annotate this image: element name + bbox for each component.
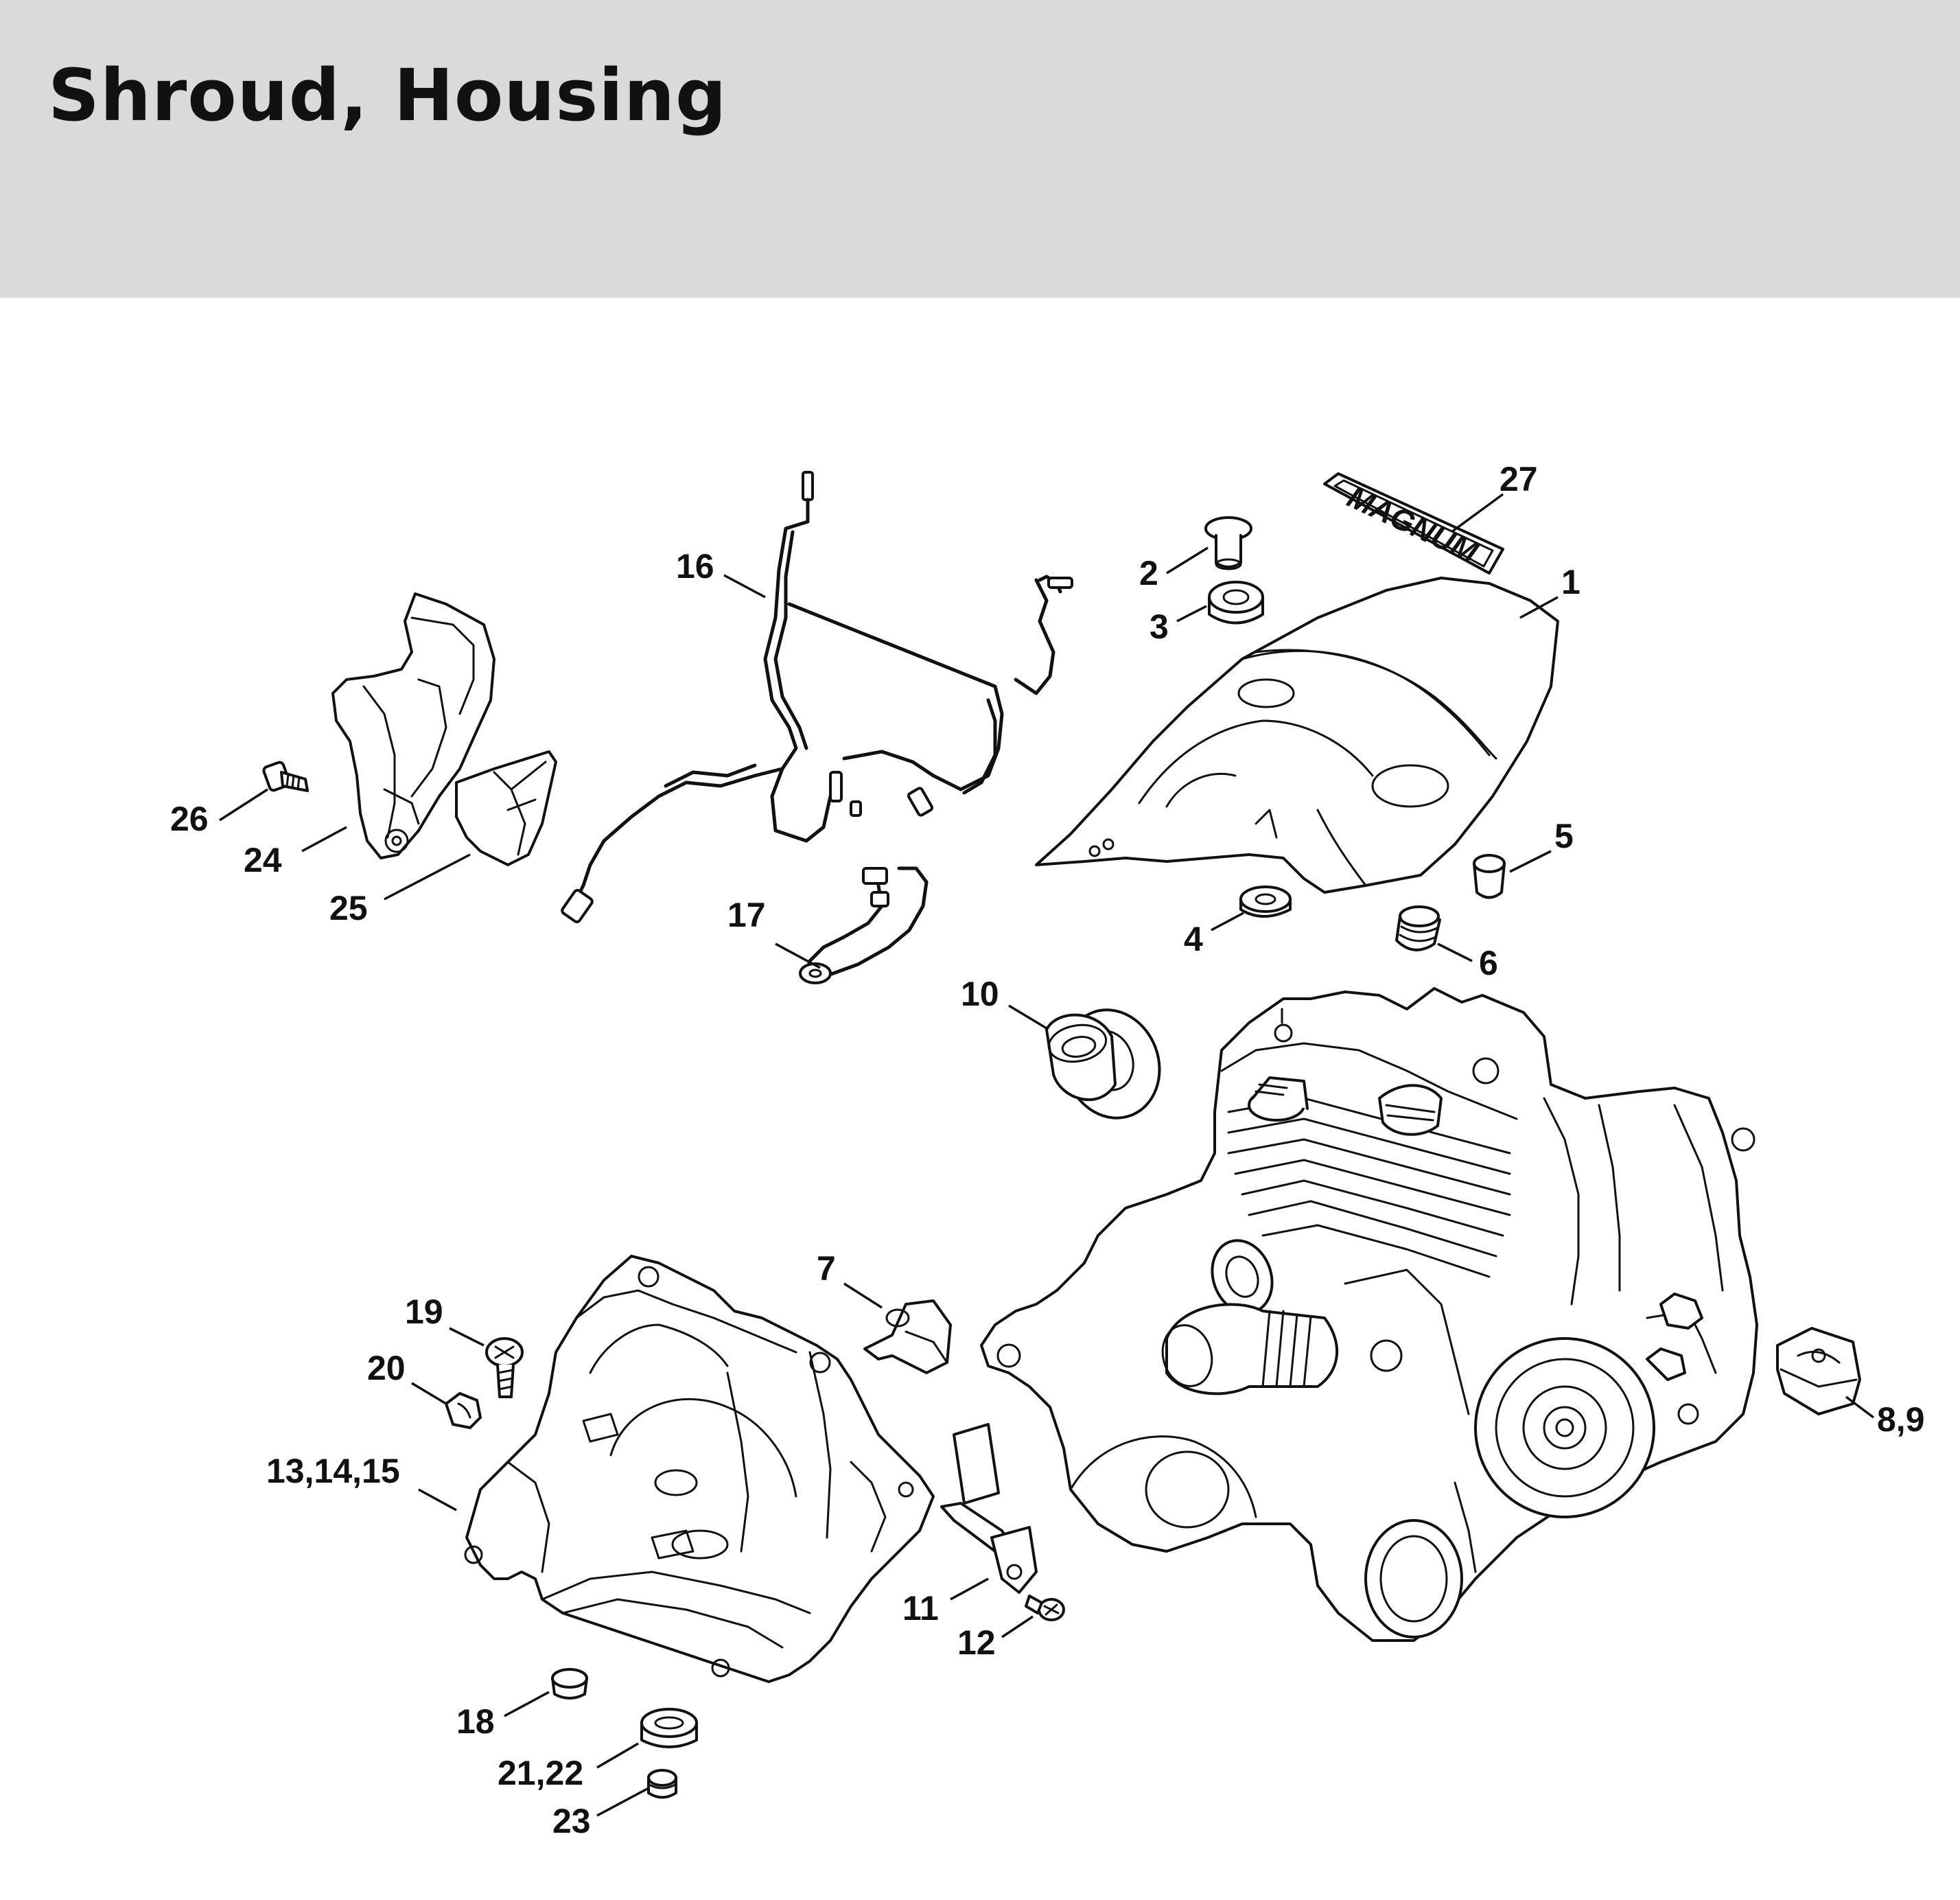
callout-21-22: 21,22: [498, 1754, 583, 1792]
callout-1: 1: [1561, 563, 1580, 601]
callout-12: 12: [957, 1623, 996, 1662]
callout-7: 7: [817, 1249, 836, 1288]
callout-19: 19: [405, 1293, 443, 1331]
buffer-5: [1473, 854, 1506, 899]
callout-18: 18: [456, 1702, 495, 1741]
callout-labels: 27 1 2 3 5 4 6 16 17 10 26 24 25 7 19 20…: [170, 460, 1925, 1840]
wiring-harness: [561, 471, 1073, 924]
washer-4: [1239, 885, 1292, 918]
screw-12: [1025, 1595, 1065, 1621]
grommet-3: [1208, 581, 1264, 625]
engine-crankcase: [980, 987, 1758, 1642]
callout-17: 17: [727, 896, 766, 934]
buffer-8-9: [1776, 1327, 1861, 1415]
callout-5: 5: [1554, 817, 1574, 855]
intake-boot: [1045, 1008, 1161, 1120]
callout-8-9: 8,9: [1877, 1400, 1925, 1439]
ground-wire: [799, 866, 929, 984]
nut-20: [445, 1392, 482, 1429]
grommet-21-22: [640, 1708, 698, 1748]
callout-23: 23: [552, 1802, 591, 1840]
callout-4: 4: [1184, 920, 1203, 958]
cover-24: [331, 592, 495, 859]
callout-13-14-15: 13,14,15: [266, 1452, 400, 1490]
cover-25: [455, 750, 557, 866]
plug-6: [1395, 905, 1441, 951]
shroud-cover: [1035, 577, 1559, 894]
callout-25: 25: [329, 889, 368, 927]
callout-20: 20: [367, 1349, 406, 1387]
lever-11: [940, 1423, 1038, 1594]
magnum-decal: MAGNUM: [1323, 472, 1504, 575]
header-bar: Shroud, Housing: [0, 0, 1960, 298]
callout-10: 10: [961, 975, 999, 1013]
twist-lock-stud: [1204, 516, 1252, 570]
callout-3: 3: [1150, 607, 1169, 646]
grommet-23: [647, 1769, 677, 1799]
callout-26: 26: [170, 800, 209, 838]
callout-2: 2: [1139, 554, 1158, 592]
plug-18: [551, 1668, 588, 1700]
page-title: Shroud, Housing: [48, 54, 727, 137]
callout-27: 27: [1500, 460, 1538, 498]
callout-6: 6: [1479, 944, 1498, 982]
callout-24: 24: [244, 841, 282, 879]
screw-19: [485, 1337, 524, 1398]
callout-16: 16: [676, 547, 714, 586]
leader-lines: [219, 493, 1875, 1817]
bracket-7: [863, 1299, 952, 1374]
callout-11: 11: [902, 1589, 939, 1627]
tank-housing: [464, 1255, 935, 1683]
screw-26: [262, 761, 309, 792]
